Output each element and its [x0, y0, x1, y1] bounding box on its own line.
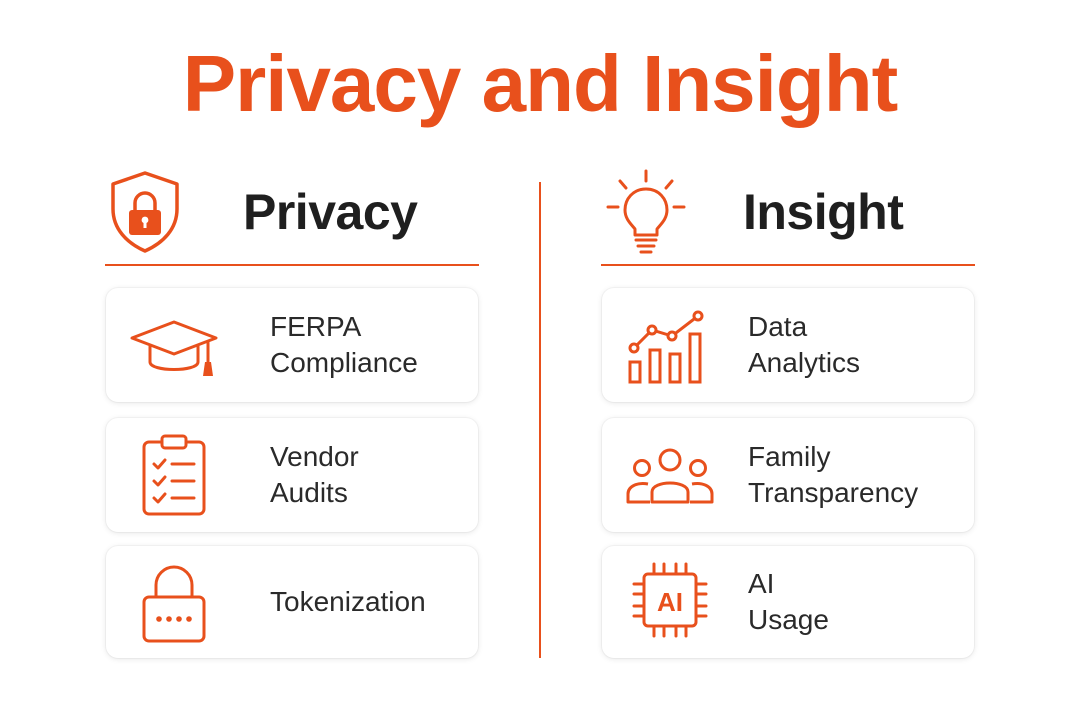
- data-analytics-line-2: Analytics: [748, 347, 861, 378]
- family-transparency-line-2: Transparency: [748, 477, 919, 508]
- insight-header: Insight: [601, 160, 975, 266]
- ferpa-compliance-line-1: FERPA: [270, 311, 362, 342]
- main-title: Privacy and Insight: [182, 39, 899, 128]
- tokenization-card: Tokenization: [106, 546, 478, 658]
- vendor-audits-label: Vendor Audits: [270, 439, 359, 511]
- insight-heading: Insight: [743, 184, 904, 240]
- bar-chart-icon: [628, 310, 704, 384]
- family-transparency-label: Family Transparency: [748, 439, 918, 511]
- graduation-cap-icon: [130, 320, 218, 376]
- family-transparency-line-1: Family: [748, 441, 831, 472]
- column-divider: [539, 182, 541, 658]
- insight-column: Insight Data Analytics Famil: [601, 160, 975, 658]
- people-group-icon: [626, 448, 714, 504]
- ai-usage-line-1: AI: [748, 568, 775, 599]
- ferpa-compliance-card: FERPA Compliance: [106, 288, 478, 402]
- family-transparency-card: Family Transparency: [602, 418, 974, 532]
- vendor-audits-line-2: Audits: [270, 477, 348, 508]
- data-analytics-line-1: Data: [748, 311, 808, 342]
- vendor-audits-line-1: Vendor: [270, 441, 359, 472]
- ferpa-compliance-line-2: Compliance: [270, 347, 418, 378]
- tokenization-label: Tokenization: [270, 584, 426, 620]
- data-analytics-label: Data Analytics: [748, 309, 860, 381]
- shield-lock-icon: [111, 171, 179, 253]
- ferpa-compliance-label: FERPA Compliance: [270, 309, 418, 381]
- ai-usage-label: AI Usage: [748, 566, 829, 638]
- chip-ai-text: AI: [657, 587, 683, 617]
- data-analytics-card: Data Analytics: [602, 288, 974, 402]
- ai-chip-icon: AI: [632, 562, 708, 638]
- padlock-dots-icon: [142, 565, 206, 643]
- vendor-audits-card: Vendor Audits: [106, 418, 478, 532]
- lightbulb-icon: [606, 169, 686, 254]
- tokenization-line-1: Tokenization: [270, 586, 426, 617]
- privacy-column: Privacy FERPA Compliance Vendor Audits: [105, 160, 479, 658]
- privacy-header: Privacy: [105, 160, 479, 266]
- ai-usage-card: AI AI Usage: [602, 546, 974, 658]
- ai-usage-line-2: Usage: [748, 604, 829, 635]
- privacy-heading: Privacy: [243, 184, 418, 240]
- clipboard-checklist-icon: [142, 434, 206, 516]
